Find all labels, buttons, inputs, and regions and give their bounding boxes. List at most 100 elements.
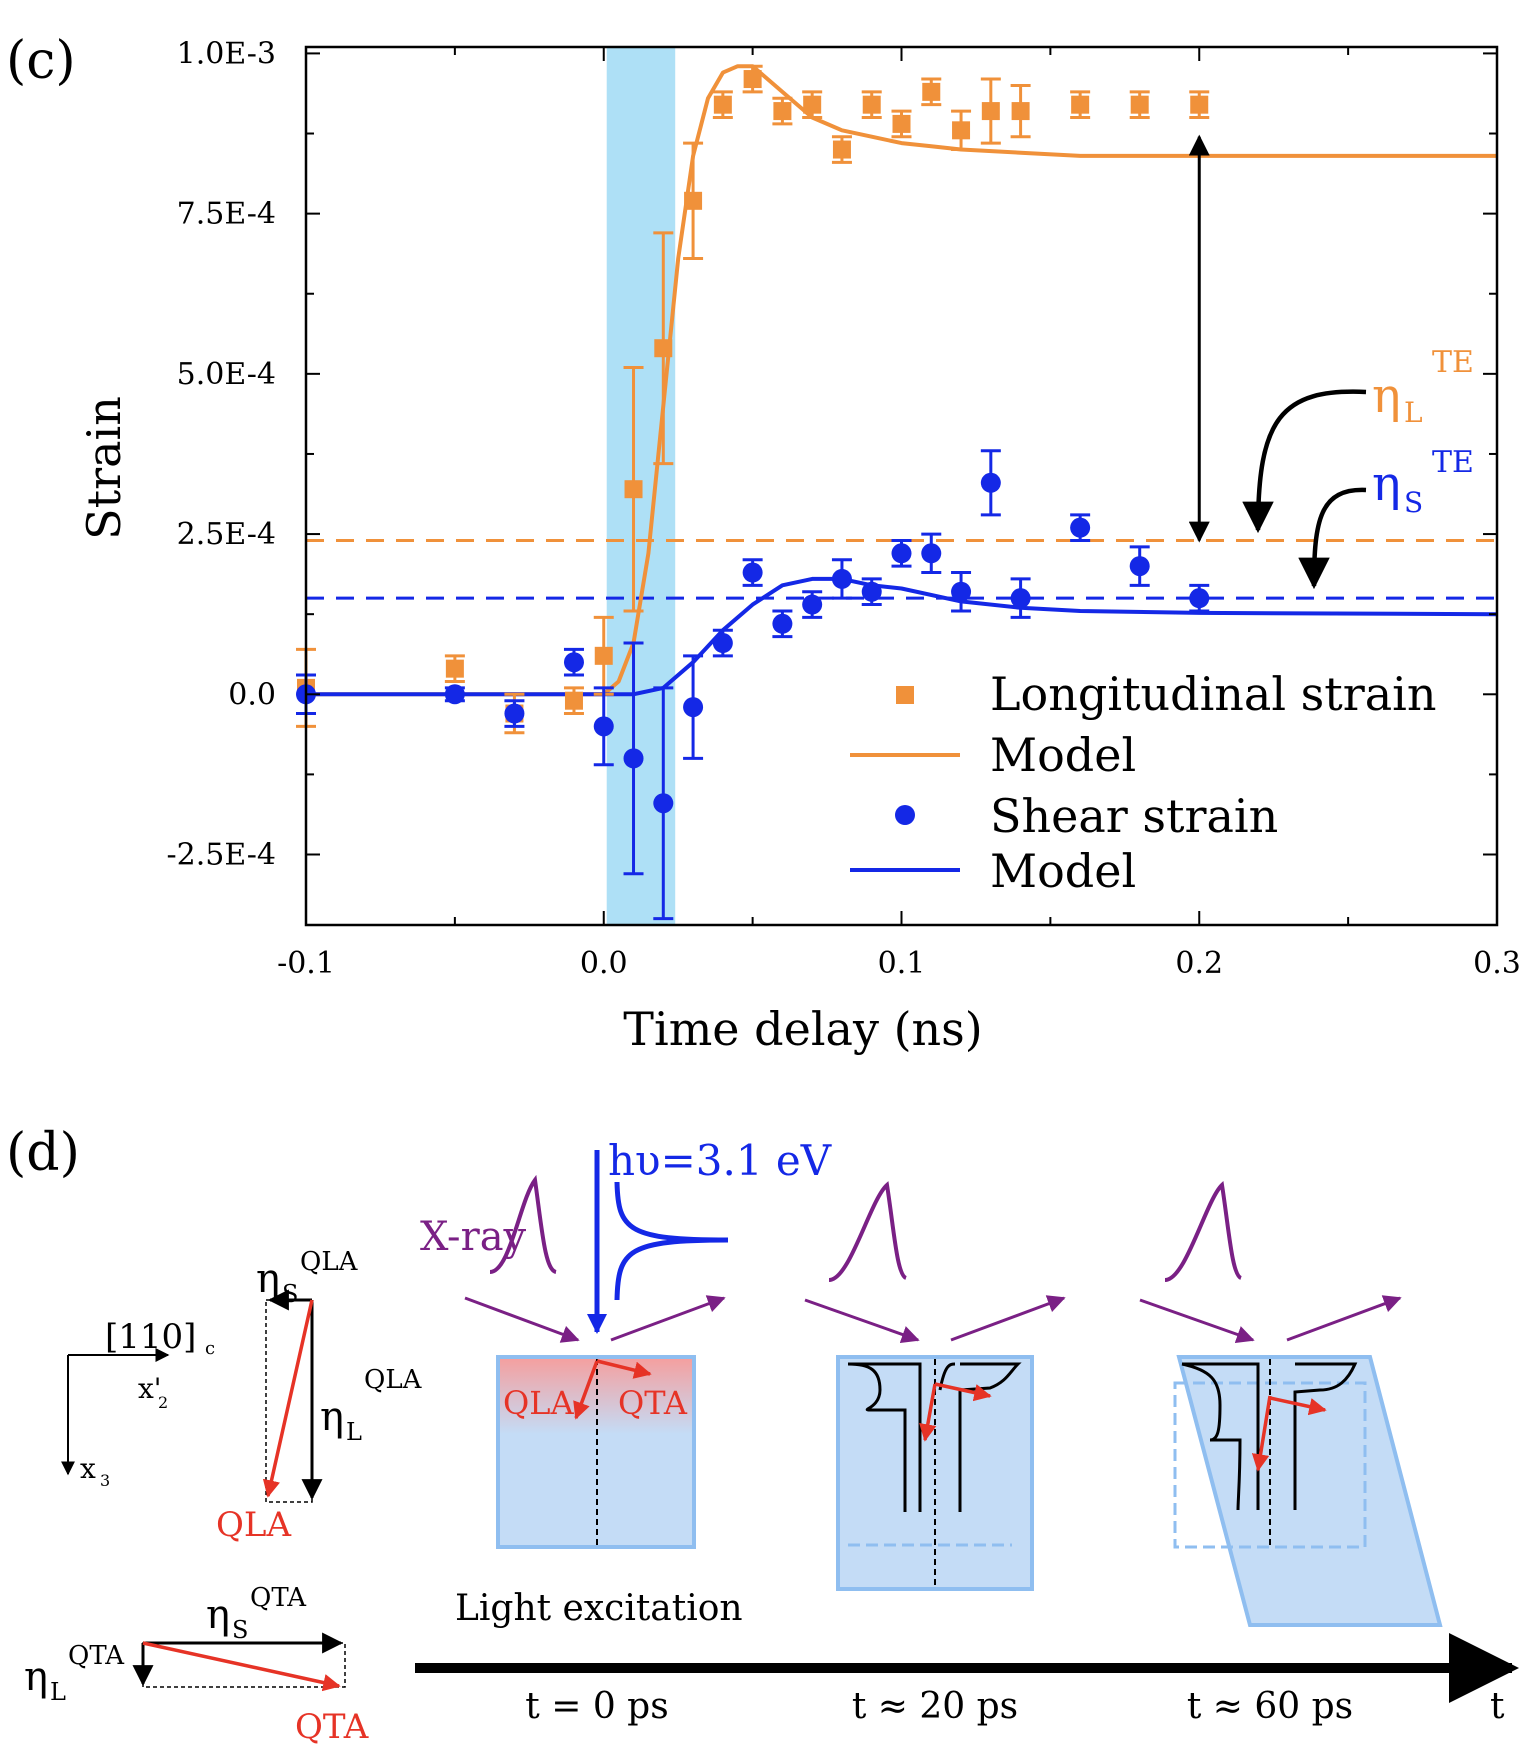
x-axis-label: Time delay (ns) xyxy=(623,1002,982,1056)
data-point-square xyxy=(654,339,673,358)
panel-d-label: (d) xyxy=(6,1123,80,1183)
x-tick-label: -0.1 xyxy=(277,946,335,981)
svg-text:QTA: QTA xyxy=(295,1707,369,1747)
eta-l-pointer-arrow xyxy=(1242,389,1367,534)
data-point-circle xyxy=(831,568,852,589)
data-point-square xyxy=(1130,95,1149,114)
svg-text:QLA: QLA xyxy=(216,1505,291,1545)
time-label-t0: t = 0 ps xyxy=(525,1686,668,1727)
coordinate-axes: [110] c x' 2 x 3 xyxy=(61,1317,215,1490)
svg-text:TE: TE xyxy=(1432,345,1474,380)
data-point-square xyxy=(713,95,732,114)
data-point-square xyxy=(743,70,762,89)
data-point-square xyxy=(594,646,613,665)
xray-pulse-t0 xyxy=(489,1174,557,1274)
legend-marker-longitudinal xyxy=(896,686,914,704)
data-point-circle xyxy=(623,748,644,769)
xray-out-t0 xyxy=(610,1295,726,1342)
eta-s-pointer-arrow xyxy=(1298,487,1367,590)
svg-text:3: 3 xyxy=(100,1471,110,1490)
panel-c-label: (c) xyxy=(6,31,76,91)
y-tick-label: 7.5E-4 xyxy=(177,197,276,232)
light-excitation-caption: Light excitation xyxy=(455,1588,743,1629)
svg-text:x: x xyxy=(80,1452,96,1485)
xray-out-t20 xyxy=(950,1295,1066,1342)
data-point-circle xyxy=(980,472,1001,493)
data-point-square xyxy=(803,95,822,114)
time-label-t60: t ≈ 60 ps xyxy=(1187,1686,1353,1727)
qta-vector-diagram: η S QTA η L QTA QTA xyxy=(24,1583,369,1747)
xray-pulse-t20 xyxy=(828,1181,908,1282)
time-label-t20: t ≈ 20 ps xyxy=(852,1686,1018,1727)
model-lines xyxy=(306,64,1498,697)
qla-vector-diagram: η S QLA η L QLA QLA xyxy=(216,1247,423,1545)
svg-text:η: η xyxy=(256,1256,280,1302)
data-point-square xyxy=(624,480,643,499)
svg-text:S: S xyxy=(232,1616,248,1644)
time-axis-label: t xyxy=(1490,1686,1505,1727)
data-point-square xyxy=(832,140,851,159)
svg-text:QTA: QTA xyxy=(68,1641,125,1671)
data-point-circle xyxy=(1189,588,1210,609)
data-point-square xyxy=(684,191,703,210)
x-tick-label: 0.3 xyxy=(1473,946,1521,981)
sample-t0: QLA QTA xyxy=(496,1355,696,1549)
pump-pulse xyxy=(614,1181,729,1301)
x-tick-label: 0.1 xyxy=(878,946,926,981)
legend-label-longitudinal: Longitudinal strain xyxy=(990,667,1437,721)
data-point-circle xyxy=(653,793,674,814)
data-point-square xyxy=(981,102,1000,121)
data-point-circle xyxy=(772,613,793,634)
xray-label: X-ray xyxy=(420,1214,527,1260)
svg-text:η: η xyxy=(320,1394,344,1440)
xray-pulse-t60 xyxy=(1164,1180,1243,1282)
svg-text:QLA: QLA xyxy=(300,1247,359,1277)
data-point-circle xyxy=(444,684,465,705)
svg-text:η: η xyxy=(1372,368,1401,424)
x-tick-label: 0.2 xyxy=(1175,946,1223,981)
data-point-square xyxy=(773,102,792,121)
svg-text:S: S xyxy=(282,1280,298,1308)
svg-text:TE: TE xyxy=(1432,445,1474,480)
plot-frame xyxy=(304,45,1499,927)
x-tick-label: 0.0 xyxy=(580,946,628,981)
data-point-square xyxy=(892,114,911,133)
data-point-circle xyxy=(683,697,704,718)
data-point-square xyxy=(1190,95,1209,114)
legend-label-model-blue: Model xyxy=(990,844,1136,898)
svg-text:η: η xyxy=(24,1654,48,1700)
svg-text:QLA: QLA xyxy=(364,1365,423,1395)
data-point-square xyxy=(952,121,971,140)
xray-out-t60 xyxy=(1286,1295,1402,1342)
data-point-square xyxy=(1011,102,1030,121)
y-tick-label: 0.0 xyxy=(228,677,276,712)
model-line xyxy=(306,64,1497,697)
svg-text:S: S xyxy=(1404,486,1423,519)
svg-text:L: L xyxy=(346,1418,362,1446)
data-point-circle xyxy=(1010,588,1031,609)
svg-text:L: L xyxy=(1404,396,1423,429)
pump-label: hυ=3.1 eV xyxy=(608,1136,832,1185)
svg-text:QLA: QLA xyxy=(503,1384,574,1422)
data-point-circle xyxy=(891,543,912,564)
legend-label-model-orange: Model xyxy=(990,728,1136,782)
data-point-circle xyxy=(712,633,733,654)
data-point-square xyxy=(564,691,583,710)
model-line xyxy=(306,576,1498,697)
data-point-square xyxy=(922,82,941,101)
y-axis-label: Strain xyxy=(77,396,131,540)
sample-t20 xyxy=(836,1355,1034,1591)
data-point-circle xyxy=(861,581,882,602)
legend: Longitudinal strain Model Shear strain M… xyxy=(850,667,1437,898)
y-tick-label: -2.5E-4 xyxy=(166,838,276,873)
xray-in-t0 xyxy=(464,1296,580,1343)
xray-in-t60 xyxy=(1139,1298,1255,1344)
eta-l-te-label: η L TE xyxy=(1372,345,1474,429)
data-point-circle xyxy=(921,543,942,564)
svg-text:L: L xyxy=(50,1678,66,1706)
data-point-circle xyxy=(593,716,614,737)
data-point-square xyxy=(445,659,464,678)
y-tick-label: 1.0E-3 xyxy=(177,36,276,71)
